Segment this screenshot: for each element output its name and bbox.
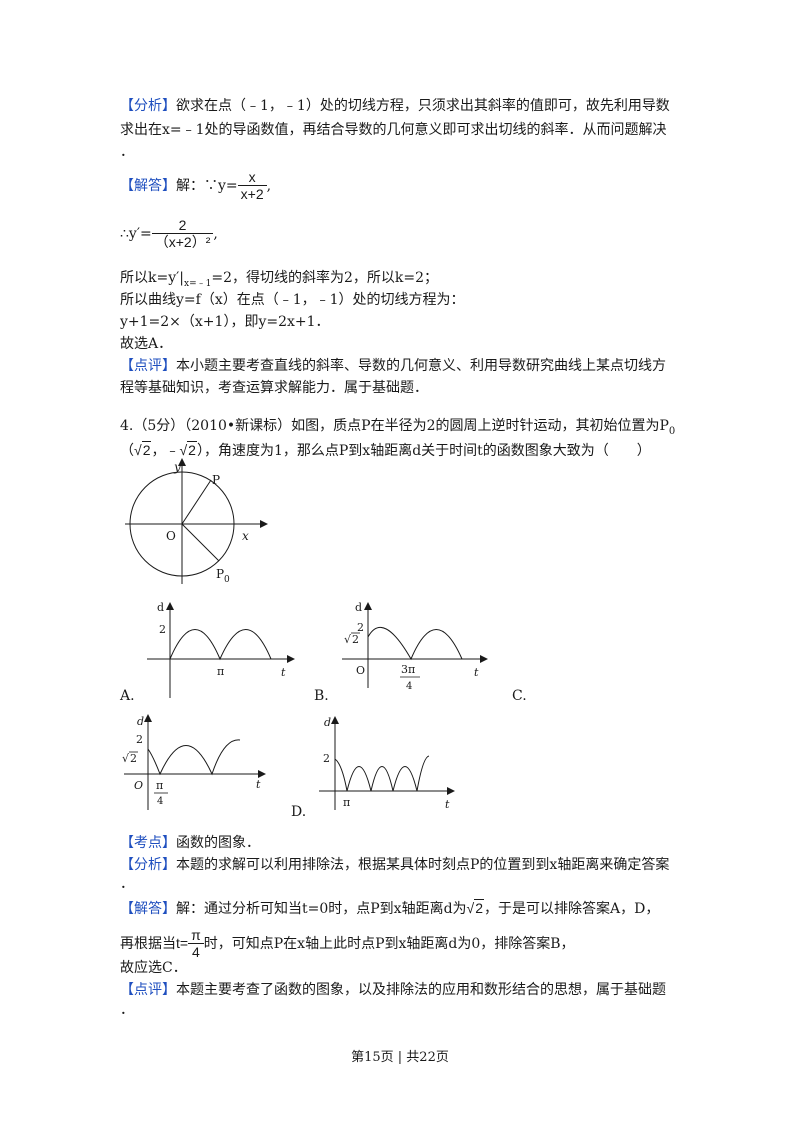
prev-equation-line: y+1=2×（x+1），即y=2x+1． [120, 314, 330, 330]
graph-a-d: d [157, 601, 164, 614]
y-axis-label: y [173, 460, 181, 474]
sqrt-2: √2 [179, 441, 197, 458]
point-tag: 【考点】 [120, 835, 176, 851]
option-b-label: B. [314, 688, 329, 704]
page-footer: 第15页 | 共22页 [351, 1050, 449, 1065]
option-c-label: C. [512, 688, 527, 704]
q4-solution-line-1: 【解答】解：通过分析可知当t=0时，点P到x轴距离d为√2，于是可以排除答案A，… [120, 899, 660, 917]
graph-c-sqrt: √ [122, 752, 130, 765]
graph-b-t: t [474, 666, 479, 679]
graph-b-y2: 2 [352, 633, 359, 646]
graph-a-y: 2 [159, 623, 166, 636]
prev-derivative-line: ∴y′=2（x+2）², [120, 217, 218, 251]
fraction-derivative: 2（x+2）² [151, 218, 214, 250]
graph-c-x-den: 4 [157, 796, 163, 807]
prev-analysis-line-2: 求出在x=﹣1处的导函数值，再结合导数的几何意义即可求出切线的斜率．从而问题解决 [120, 122, 667, 138]
graph-b-x-den: 4 [406, 681, 412, 692]
sqrt-2: √2 [466, 899, 485, 916]
q4-analysis-line-2: ． [120, 876, 134, 892]
q4-comment-line-1: 【点评】本题主要考查了函数的图象，以及排除法的应用和数形结合的思想，属于基础题 [120, 982, 666, 998]
solution-tag: 【解答】 [120, 901, 176, 917]
prev-comment-line-2: 程等基础知识，考查运算求解能力．属于基础题． [120, 380, 428, 396]
graph-b-x-num: 3π [401, 663, 415, 676]
graph-b: d 2 √ 2 O 3π 4 t [342, 601, 488, 692]
prev-choose-line: 故选A． [120, 336, 173, 352]
graph-d-y: 2 [323, 752, 330, 765]
graph-c-o: O [134, 779, 143, 792]
graph-a-t: t [281, 666, 286, 679]
graph-b-o: O [356, 664, 365, 677]
q4-solution-line-3: 故应选C． [120, 960, 187, 976]
comment-tag: 【点评】 [120, 982, 176, 998]
graph-b-y: 2 [357, 621, 364, 634]
graph-c-d: d [137, 715, 144, 728]
graph-a-x: π [217, 665, 224, 678]
analysis-tag: 【分析】 [120, 98, 176, 114]
option-d-label: D. [291, 804, 307, 820]
graph-c-t: t [256, 778, 261, 791]
graph-d: d 2 π t [319, 716, 455, 811]
analysis-tag: 【分析】 [120, 857, 176, 873]
prev-analysis-line-1: 【分析】欲求在点（﹣1，﹣1）处的切线方程，只须求出其斜率的值即可，故先利用导数 [120, 98, 670, 114]
option-a-label: A. [120, 688, 135, 704]
graph-c-x-num: π [156, 779, 163, 792]
q4-point-line: 【考点】函数的图象． [120, 835, 260, 851]
point-p0-sub: 0 [224, 575, 230, 585]
graph-c: d 2 √ 2 O π 4 t [122, 714, 266, 810]
point-p-label: P [212, 473, 220, 487]
q4-comment-line-2: ． [120, 1002, 134, 1018]
graph-a: d 2 π t [147, 601, 295, 698]
prev-curve-line: 所以曲线y=f（x）在点（﹣1，﹣1）处的切线方程为： [120, 292, 465, 308]
graph-c-y: 2 [136, 733, 143, 746]
graph-d-x: π [343, 796, 350, 809]
origin-label: O [166, 529, 176, 543]
q4-stem-line-1: 4.（5分）（2010•新课标）如图，质点P在半径为2的圆周上逆时针运动，其初始… [120, 418, 676, 437]
sqrt-2: √2 [134, 441, 152, 458]
graph-b-d: d [355, 601, 362, 614]
prev-slope-line: 所以k=y′|x=﹣1=2，得切线的斜率为2，所以k=2； [120, 270, 439, 289]
q4-analysis-line-1: 【分析】本题的求解可以利用排除法，根据某具体时刻点P的位置到到x轴距离来确定答案 [120, 857, 670, 873]
graph-d-t: t [445, 798, 450, 811]
graph-d-d: d [324, 716, 331, 729]
q4-stem-line-2: （√2，﹣√2），角速度为1，那么点P到x轴距离d关于时间t的函数图象大致为（ … [120, 441, 651, 459]
graph-b-sqrt: √ [344, 633, 352, 646]
prev-comment-line-1: 【点评】本小题主要考查直线的斜率、导数的几何意义、利用导数研究曲线上某点切线方 [120, 358, 666, 374]
prev-analysis-line-3: ． [120, 144, 134, 160]
solution-tag: 【解答】 [120, 178, 176, 194]
circle-figure: y x O P P 0 [125, 458, 268, 585]
x-axis-label: x [242, 529, 249, 543]
comment-tag: 【点评】 [120, 358, 176, 374]
point-p0-label: P [216, 567, 224, 581]
graph-c-y2: 2 [130, 752, 137, 765]
